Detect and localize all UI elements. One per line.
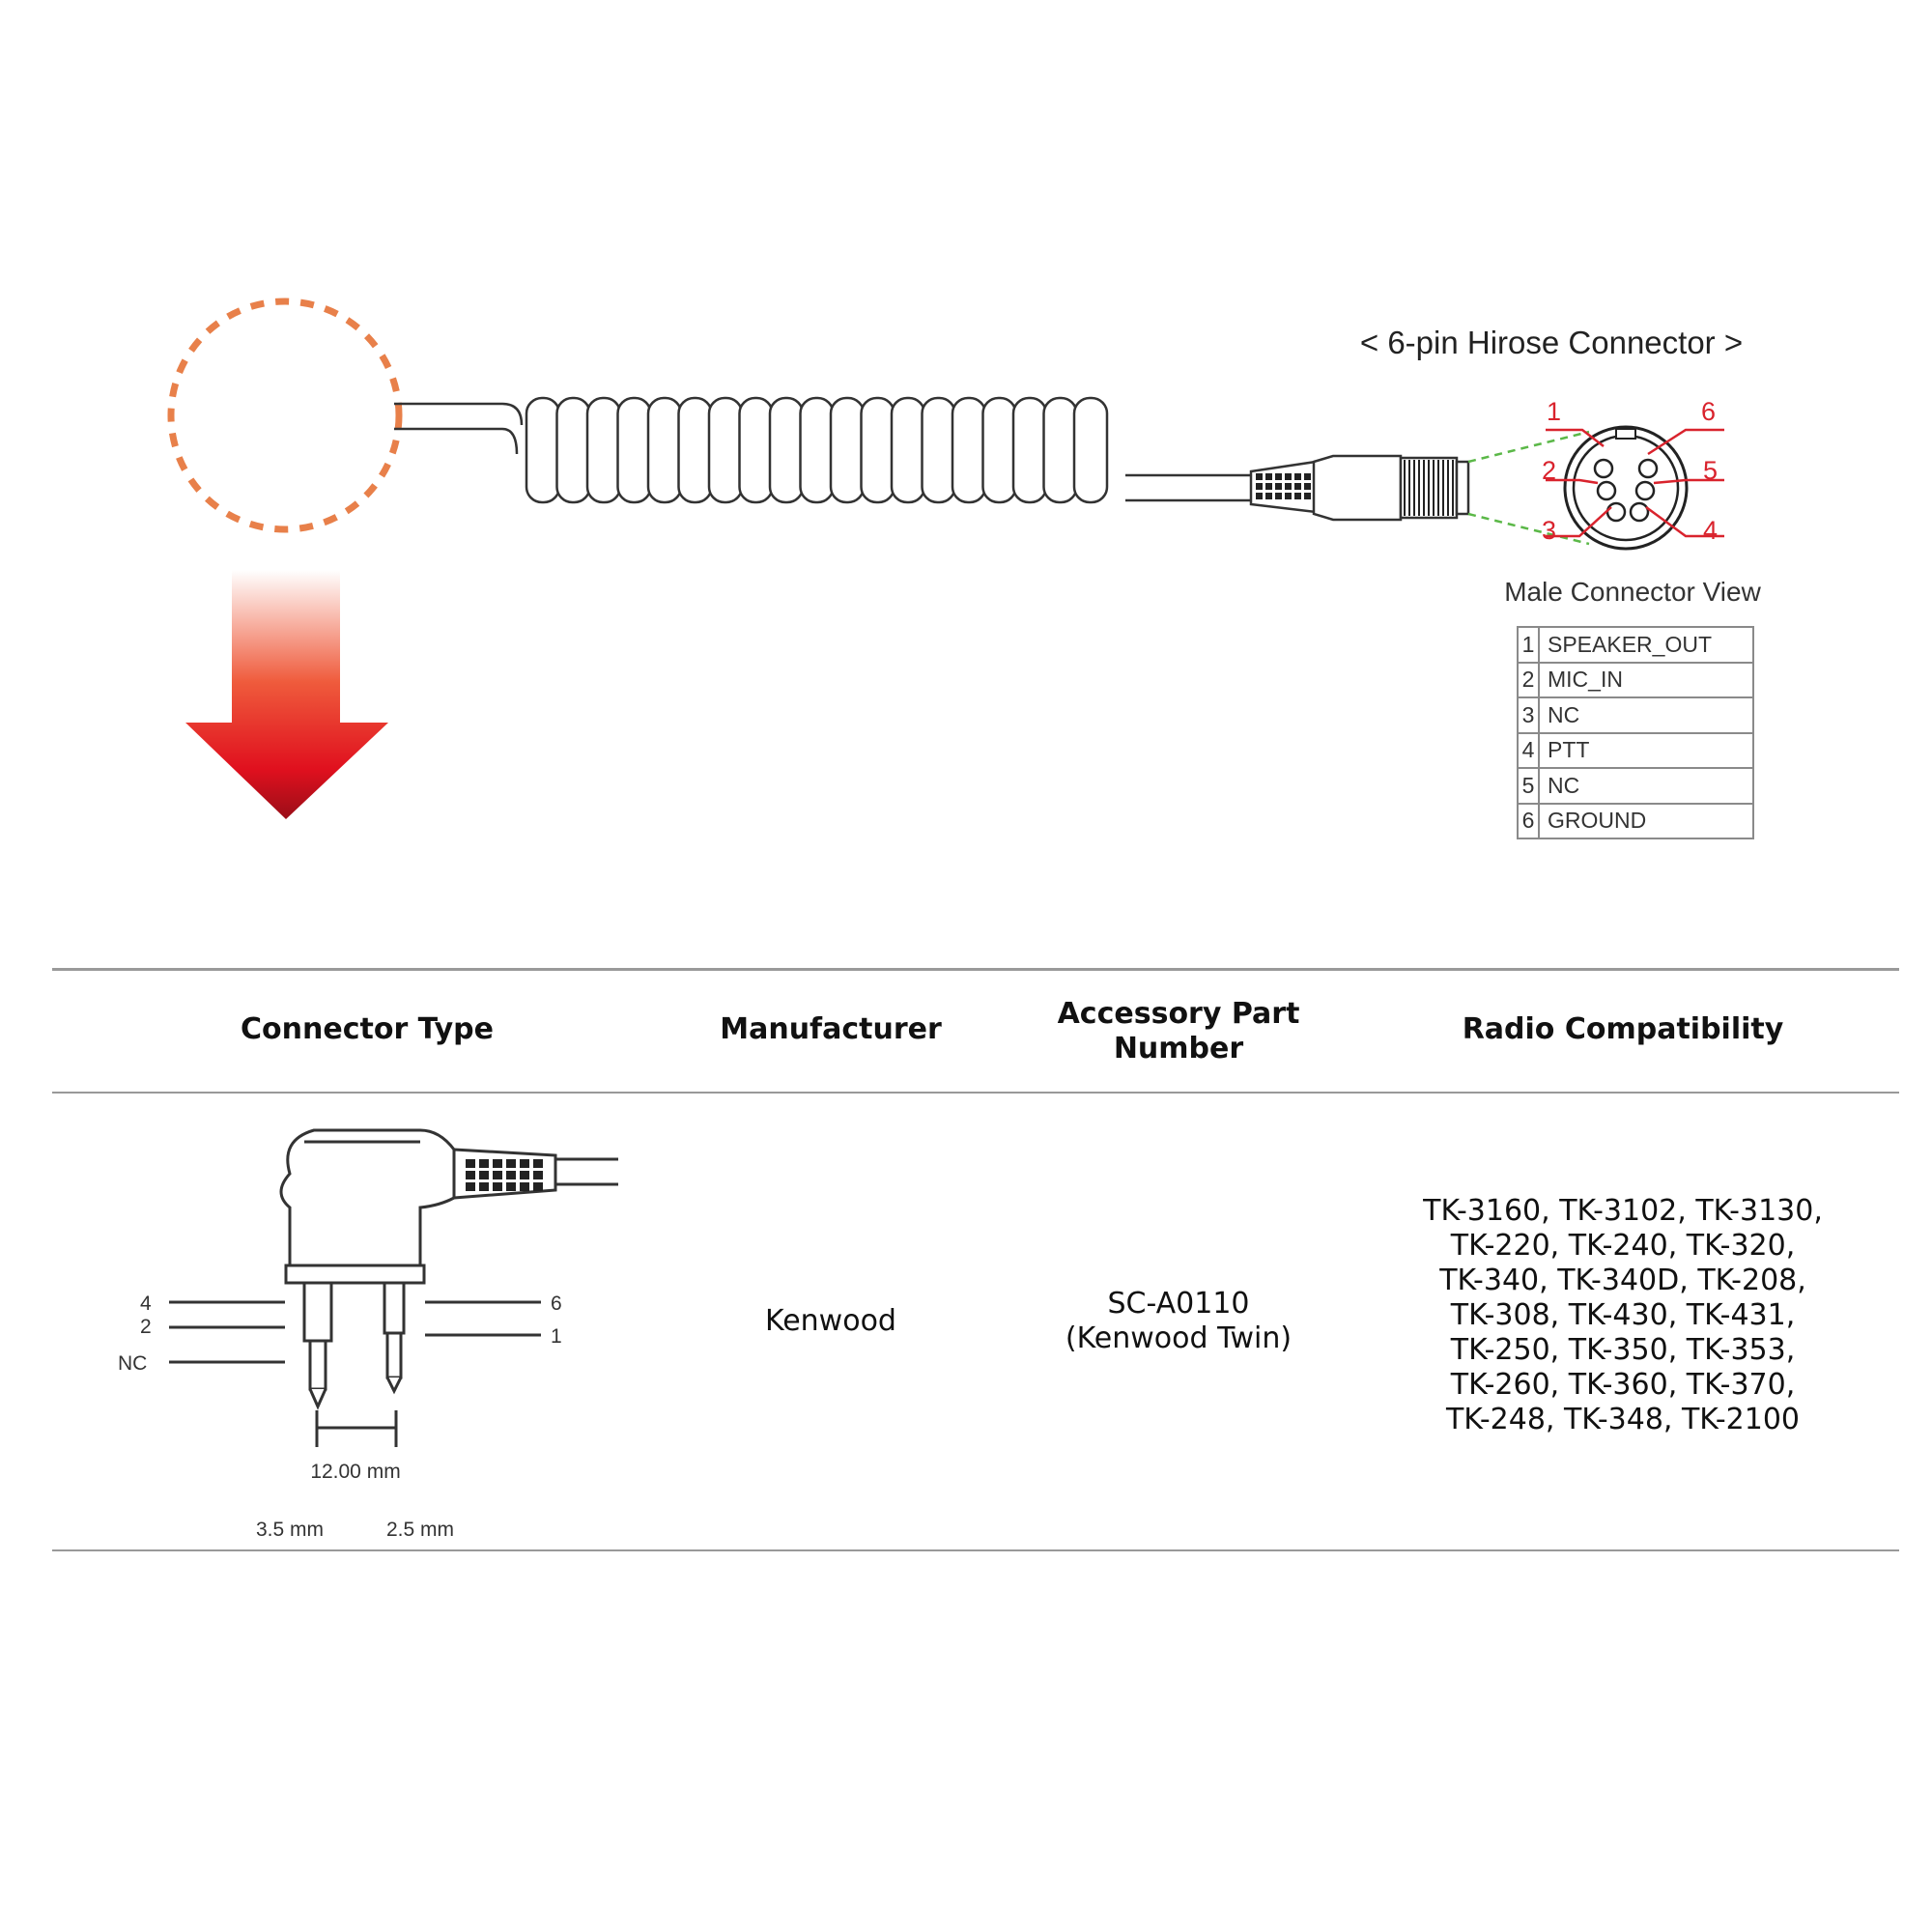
compat-line: TK-308, TK-430, TK-431, — [1450, 1298, 1796, 1332]
highlight-circle — [167, 298, 403, 533]
plug-label-nc: NC — [118, 1352, 147, 1375]
connector-face-icon — [1563, 425, 1689, 551]
plug-label-4: 4 — [140, 1293, 152, 1315]
compat-line: TK-260, TK-360, TK-370, — [1450, 1368, 1796, 1402]
pin-number: 5 — [1517, 767, 1540, 805]
header-compatibility: Radio Compatibility — [1462, 1012, 1784, 1046]
pin-signal: MIC_IN — [1538, 661, 1754, 698]
pin-number: 3 — [1517, 696, 1540, 734]
connector-title: < 6-pin Hirose Connector > — [1360, 325, 1743, 360]
connector-grip — [1249, 460, 1318, 514]
pin-signal: NC — [1538, 696, 1754, 734]
pin-label-2: 2 — [1542, 456, 1556, 485]
cable-tail — [1125, 473, 1256, 502]
pin-signal: SPEAKER_OUT — [1538, 626, 1754, 664]
down-arrow-icon — [185, 570, 388, 819]
plug-label-2: 2 — [140, 1316, 152, 1338]
plug-spacing-label: 12.00 mm — [310, 1461, 400, 1483]
plug-size-right: 2.5 mm — [386, 1519, 454, 1541]
table-bottom-rule — [52, 1549, 1899, 1551]
straight-cable — [394, 402, 524, 455]
pin-signal: GROUND — [1538, 802, 1754, 839]
pin-signal: NC — [1538, 767, 1754, 805]
pin-label-6: 6 — [1701, 397, 1716, 426]
compatibility-list: TK-3160, TK-3102, TK-3130,TK-220, TK-240… — [1372, 1194, 1874, 1437]
pin-label-5: 5 — [1703, 456, 1718, 485]
header-connector-type: Connector Type — [241, 1012, 494, 1046]
guide-lines — [1467, 430, 1590, 546]
table-top-rule — [52, 968, 1899, 971]
pin-signal: PTT — [1538, 731, 1754, 769]
plug-label-1: 1 — [551, 1325, 562, 1348]
pin-number: 2 — [1517, 661, 1540, 698]
pin-label-1: 1 — [1547, 397, 1561, 426]
manufacturer-value: Kenwood — [765, 1304, 896, 1338]
compat-line: TK-248, TK-348, TK-2100 — [1445, 1403, 1801, 1436]
pin-leaders — [1546, 428, 1724, 538]
compat-line: TK-3160, TK-3102, TK-3130, — [1423, 1194, 1823, 1228]
part-number-line1: SC-A0110 — [1107, 1287, 1250, 1321]
plug-size-left: 3.5 mm — [256, 1519, 324, 1541]
compat-line: TK-220, TK-240, TK-320, — [1450, 1229, 1796, 1263]
compat-line: TK-250, TK-350, TK-353, — [1450, 1333, 1796, 1367]
part-number-value: SC-A0110 (Kenwood Twin) — [1024, 1287, 1333, 1356]
pin-label-3: 3 — [1542, 516, 1556, 545]
plug-label-6: 6 — [551, 1293, 562, 1315]
cable-diagram: 1 6 2 5 3 4 < 6-pin Hirose Connector > M… — [167, 298, 1762, 819]
hirose-plug-body — [1312, 454, 1470, 522]
pin-number: 4 — [1517, 731, 1540, 769]
coiled-cable — [525, 396, 1109, 504]
header-rule — [52, 1092, 1899, 1094]
header-part-number: Accessory Part Number — [1057, 997, 1300, 1065]
pin-number: 6 — [1517, 802, 1540, 839]
header-manufacturer: Manufacturer — [720, 1012, 942, 1046]
pin-number-labels: 1 6 2 5 3 4 — [1542, 397, 1718, 545]
part-number-line2: (Kenwood Twin) — [1065, 1321, 1293, 1355]
pin-number: 1 — [1517, 626, 1540, 664]
male-view-label: Male Connector View — [1504, 577, 1761, 607]
compat-line: TK-340, TK-340D, TK-208, — [1439, 1264, 1806, 1297]
twin-plug-drawing: 4 2 NC 6 1 12.00 mm 3.5 mm 2.5 mm — [118, 1128, 618, 1541]
pin-label-4: 4 — [1703, 516, 1718, 545]
